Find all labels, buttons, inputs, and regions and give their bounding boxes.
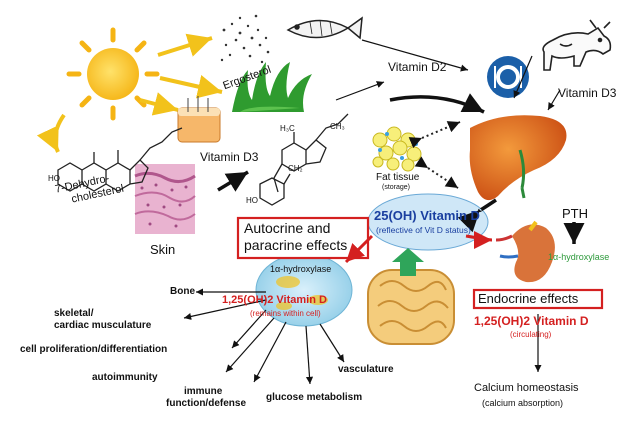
intestine-icon — [367, 269, 455, 345]
vitamin-d2-label: Vitamin D2 — [388, 60, 447, 74]
endocrine-box — [472, 288, 604, 310]
chem-ch2: CH₂ — [288, 164, 303, 173]
grass-icon — [232, 62, 312, 112]
sunlight-arrows — [36, 33, 223, 153]
vitamin-d3-structure — [259, 113, 349, 206]
sun-icon — [66, 27, 160, 121]
vit125-cell-sub-label: (remains within cell) — [250, 309, 321, 318]
effect-vasculature: vasculature — [338, 364, 394, 375]
skin-label: Skin — [150, 242, 176, 257]
chem-ho-1: HO — [48, 174, 60, 183]
storage-exchange-arrows — [408, 121, 461, 189]
hydroxylase-kidney-label: 1α-hydroxylase — [548, 252, 610, 262]
target-cell-icon — [255, 253, 353, 327]
chem-ho-2: HO — [246, 196, 258, 205]
vit125-cell-label: 1,25(OH)2 Vitamin D — [222, 294, 327, 306]
vit25-sub-label: (reflective of Vit D status) — [376, 225, 471, 235]
fat-storage-label: (storage) — [382, 184, 411, 191]
fat-tissue-icon — [372, 126, 422, 172]
vit125-circulating-label: 1,25(OH)2 Vitamin D — [474, 314, 589, 328]
effect-immune-line-2: function/defense — [166, 398, 247, 409]
cow-icon — [542, 19, 612, 71]
fat-tissue-label: Fat tissue — [376, 172, 420, 183]
dehydrocholesterol-structure — [57, 127, 183, 192]
pathway-arrows — [183, 39, 585, 385]
effect-immune-line-1: immune — [184, 386, 223, 397]
vit25-label: 25(OH) Vitamin D — [374, 208, 480, 223]
vitamin-d3-skin-label: Vitamin D3 — [200, 150, 259, 164]
autocrine-line-1: Autocrine and — [244, 220, 331, 236]
calcium-sub-label: (calcium absorption) — [482, 398, 564, 408]
pth-label: PTH — [562, 206, 588, 221]
effect-skeletal: skeletal/ cardiac musculature — [54, 308, 151, 332]
fish-icon — [286, 16, 363, 40]
chem-h3c: H₃C — [280, 124, 295, 133]
absorption-arrow — [392, 248, 424, 276]
effect-autoimmunity: autoimmunity — [92, 372, 158, 383]
effect-glucose: glucose metabolism — [266, 392, 363, 403]
chem-ch3: CH₃ — [330, 122, 345, 131]
autocrine-label: Autocrine and paracrine effects — [244, 220, 347, 254]
vit125-circulating-sub-label: (circulating) — [510, 330, 552, 339]
effect-proliferation: cell proliferation/differentiation — [20, 344, 168, 355]
liver-icon — [469, 115, 567, 201]
skin-histology-image — [134, 164, 196, 234]
autocrine-box — [236, 216, 370, 260]
hydroxylase-cell-label: 1α-hydroxylase — [270, 264, 332, 274]
calcium-label: Calcium homeostasis — [474, 382, 579, 394]
plate-icon — [487, 56, 529, 98]
endocrine-label: Endocrine effects — [478, 291, 579, 306]
effect-bone: Bone — [170, 286, 195, 297]
autocrine-line-2: paracrine effects — [244, 237, 348, 253]
skin-layer-icon — [177, 96, 221, 143]
spores-icon — [220, 14, 270, 64]
effect-immune: immune function/defense — [166, 386, 246, 410]
kidney-icon — [495, 220, 555, 283]
vitamin-d3-diet-label: Vitamin D3 — [558, 86, 617, 100]
effect-skeletal-line-2: cardiac musculature — [54, 320, 152, 331]
effect-skeletal-line-1: skeletal/ — [54, 308, 94, 319]
red-arrows — [344, 230, 493, 264]
